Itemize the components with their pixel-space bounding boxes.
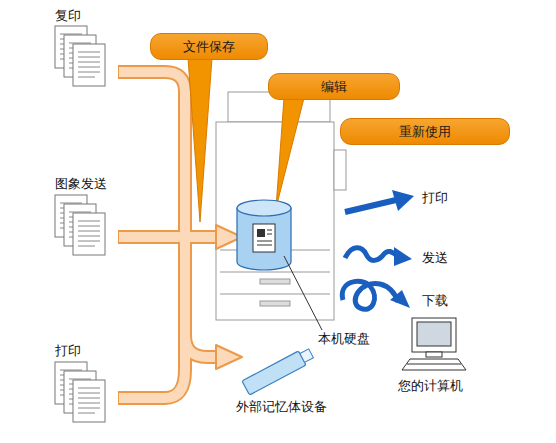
hard-disk: [237, 200, 291, 270]
callout-box: 编辑: [268, 73, 400, 100]
callout-text: 文件保存: [183, 38, 235, 56]
document-stack: [55, 362, 105, 422]
document-stack: [55, 195, 105, 255]
callout-text: 重新使用: [399, 123, 451, 141]
flow-band: [118, 72, 242, 398]
text-label: 发送: [422, 250, 448, 266]
text-label: 本机硬盘: [318, 331, 370, 347]
computer-icon: [402, 318, 466, 370]
text-label: 图象发送: [55, 176, 107, 192]
text-label: 外部记忆体设备: [236, 399, 327, 415]
callout-text: 编辑: [321, 78, 347, 96]
send-arrow: [345, 247, 412, 266]
text-label: 打印: [422, 190, 448, 206]
print-arrow: [345, 190, 414, 212]
callout-box: 重新使用: [340, 118, 510, 145]
callout-box: 文件保存: [150, 33, 268, 60]
download-arrow: [342, 281, 410, 309]
text-label: 打印: [55, 343, 81, 359]
usb-stick: [242, 346, 315, 395]
callout-pointer: [188, 58, 212, 222]
text-label: 您的计算机: [398, 378, 463, 394]
text-label: 复印: [55, 8, 81, 24]
callout-pointer: [276, 98, 304, 208]
text-label: 下载: [422, 293, 448, 309]
copier-machine: [216, 92, 346, 320]
leader-line: [284, 256, 322, 330]
document-stack: [55, 26, 105, 86]
